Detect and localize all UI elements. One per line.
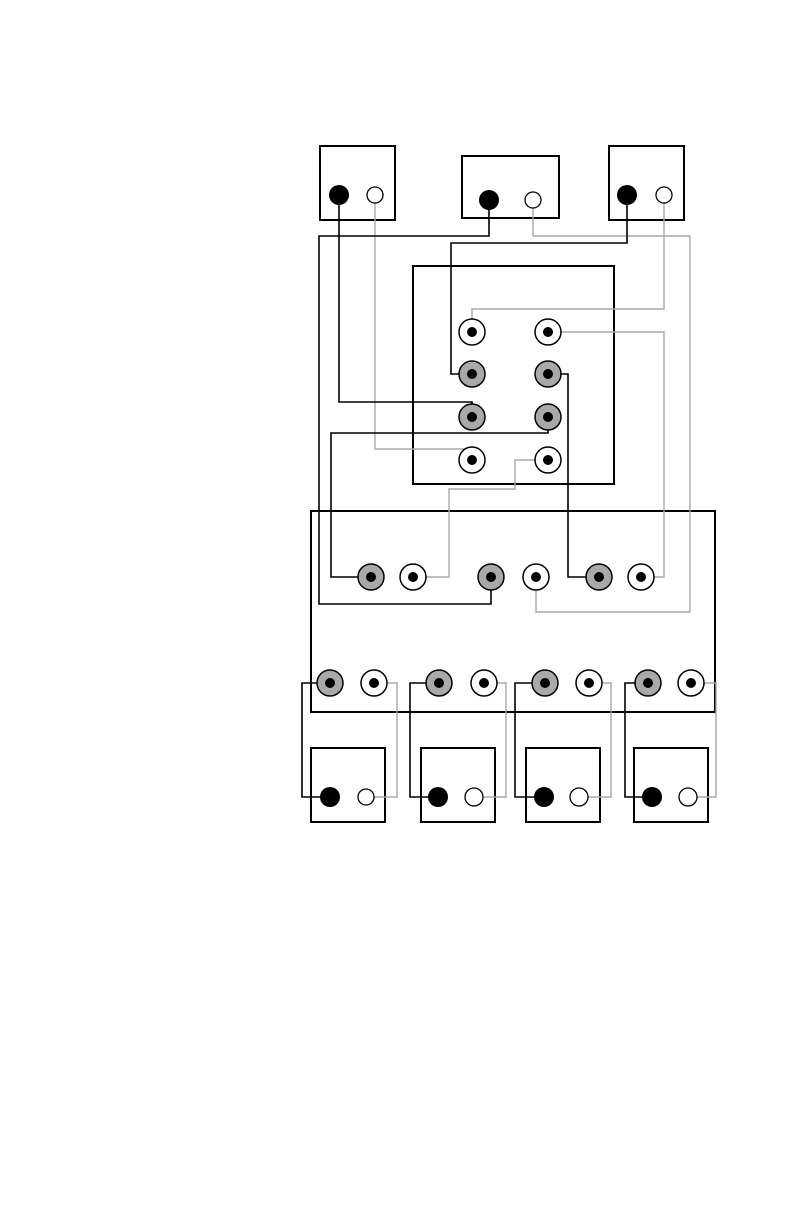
output-2-return-jack-socket	[465, 788, 483, 806]
main-jack-out-2-return	[471, 670, 497, 696]
output-1-return-jack-socket	[358, 789, 374, 805]
main-jack-in-1-return-pin	[408, 572, 418, 582]
switch-jack-r2-right	[535, 361, 561, 387]
source-right-signal-jack	[617, 185, 637, 205]
output-1-box	[311, 748, 385, 822]
output-4-box	[634, 748, 708, 822]
switch-jack-r2-left	[459, 361, 485, 387]
main-jack-in-2-signal-pin	[486, 572, 496, 582]
source-right-return-jack-socket	[656, 187, 672, 203]
switch-jack-r1-right	[535, 319, 561, 345]
switch-jack-r3-left	[459, 404, 485, 430]
switch-jack-r3-right	[535, 404, 561, 430]
main-jack-out-3-signal	[532, 670, 558, 696]
output-1-signal-jack	[320, 787, 340, 807]
output-4-return-jack	[679, 788, 697, 806]
output-2-signal-jack	[428, 787, 448, 807]
output-2-return-jack	[465, 788, 483, 806]
main-jack-out-2-return-pin	[479, 678, 489, 688]
main-jack-out-1-return	[361, 670, 387, 696]
source-center-signal-jack-plug	[479, 190, 499, 210]
switch-jack-r2-left-pin	[467, 369, 477, 379]
main-jack-in-1-signal	[358, 564, 384, 590]
source-center-signal-jack	[479, 190, 499, 210]
main-jack-out-1-signal	[317, 670, 343, 696]
switch-jack-r4-left-pin	[467, 455, 477, 465]
source-center-return-jack-socket	[525, 192, 541, 208]
source-left-box	[320, 146, 395, 220]
main-jack-out-2-signal	[426, 670, 452, 696]
main-jack-out-2-signal-pin	[434, 678, 444, 688]
switch-jack-r1-right-pin	[543, 327, 553, 337]
main-jack-in-3-return	[628, 564, 654, 590]
output-3-return-jack	[570, 788, 588, 806]
source-left-signal-jack	[329, 185, 349, 205]
main-jack-out-4-return-pin	[686, 678, 696, 688]
source-right-box	[609, 146, 684, 220]
output-4-signal-jack	[642, 787, 662, 807]
switch-jack-r4-right-pin	[543, 455, 553, 465]
source-right-return-jack	[656, 187, 672, 203]
source-left-return-jack-socket	[367, 187, 383, 203]
source-right-signal-jack-plug	[617, 185, 637, 205]
switch-jack-r4-right	[535, 447, 561, 473]
switch-jack-r3-left-pin	[467, 412, 477, 422]
main-jack-in-1-signal-pin	[366, 572, 376, 582]
source-center-return-jack	[525, 192, 541, 208]
output-1-signal-jack-plug	[320, 787, 340, 807]
main-jack-in-1-return	[400, 564, 426, 590]
main-jack-in-2-signal	[478, 564, 504, 590]
switch-jack-r3-right-pin	[543, 412, 553, 422]
main-jack-in-3-return-pin	[636, 572, 646, 582]
main-jack-out-1-return-pin	[369, 678, 379, 688]
output-4-signal-jack-plug	[642, 787, 662, 807]
source-left-return-jack	[367, 187, 383, 203]
switch-jack-r2-right-pin	[543, 369, 553, 379]
main-jack-in-2-return	[523, 564, 549, 590]
switch-panel-box	[413, 266, 614, 484]
switch-jack-r1-left-pin	[467, 327, 477, 337]
main-jack-out-4-signal	[635, 670, 661, 696]
source-left-signal-jack-plug	[329, 185, 349, 205]
main-jack-in-3-signal	[586, 564, 612, 590]
main-jack-out-1-signal-pin	[325, 678, 335, 688]
output-3-return-jack-socket	[570, 788, 588, 806]
main-jack-out-4-return	[678, 670, 704, 696]
output-3-signal-jack-plug	[534, 787, 554, 807]
main-jack-out-3-return	[576, 670, 602, 696]
source-center-box	[462, 156, 559, 218]
output-3-box	[526, 748, 600, 822]
output-2-signal-jack-plug	[428, 787, 448, 807]
main-jack-out-3-signal-pin	[540, 678, 550, 688]
main-jack-in-3-signal-pin	[594, 572, 604, 582]
main-jack-in-2-return-pin	[531, 572, 541, 582]
output-4-return-jack-socket	[679, 788, 697, 806]
output-3-signal-jack	[534, 787, 554, 807]
switch-jack-r4-left	[459, 447, 485, 473]
output-2-box	[421, 748, 495, 822]
output-1-return-jack	[358, 789, 374, 805]
main-jack-out-4-signal-pin	[643, 678, 653, 688]
main-jack-out-3-return-pin	[584, 678, 594, 688]
switch-jack-r1-left	[459, 319, 485, 345]
